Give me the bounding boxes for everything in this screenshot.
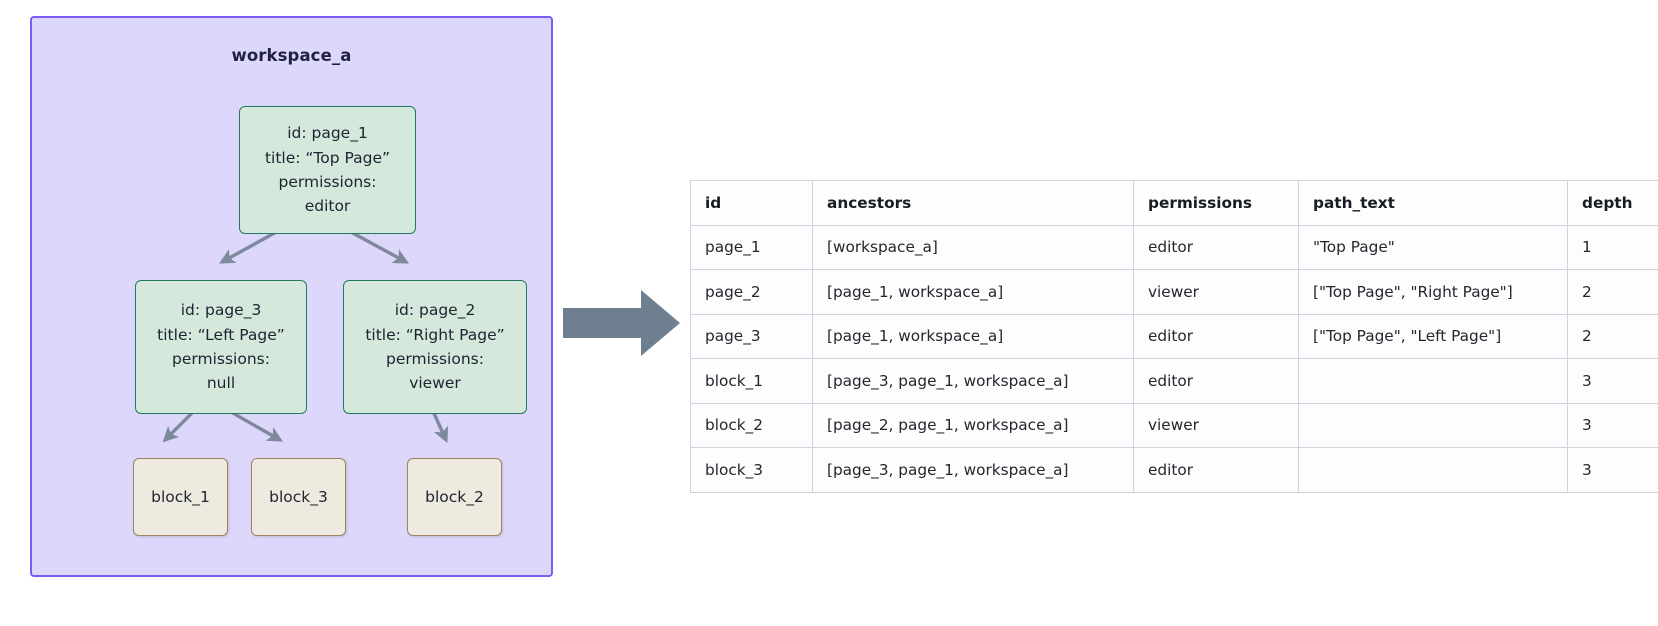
cell-id: page_2 <box>690 269 813 315</box>
node-block_3-label: block_3 <box>269 488 328 506</box>
cell-path-text: ["Top Page", "Right Page"] <box>1298 269 1568 315</box>
workspace-title: workspace_a <box>231 46 352 65</box>
cell-ancestors: [page_2, page_1, workspace_a] <box>812 402 1134 448</box>
cell-id: block_1 <box>690 358 813 404</box>
cell-ancestors: [page_1, workspace_a] <box>812 269 1134 315</box>
column-header-id[interactable]: id <box>690 180 813 226</box>
column-header-permissions[interactable]: permissions <box>1133 180 1299 226</box>
cell-depth: 2 <box>1567 269 1658 315</box>
table-row[interactable]: page_1 [workspace_a] editor "Top Page" 1 <box>690 224 1658 270</box>
column-header-path-text[interactable]: path_text <box>1298 180 1568 226</box>
node-page_3-line-permissions-value: null <box>206 374 236 393</box>
node-page_1-line-title: title: “Top Page” <box>264 148 391 167</box>
cell-id: block_2 <box>690 402 813 448</box>
cell-path-text <box>1298 402 1568 448</box>
cell-ancestors: [page_3, page_1, workspace_a] <box>812 447 1134 493</box>
table-row[interactable]: block_3 [page_3, page_1, workspace_a] ed… <box>690 447 1658 493</box>
node-page_2-line-permissions-value: viewer <box>409 374 461 393</box>
node-page_3-line-permissions-label: permissions: <box>172 350 270 368</box>
table-row[interactable]: block_1 [page_3, page_1, workspace_a] ed… <box>690 358 1658 404</box>
cell-ancestors: [workspace_a] <box>812 224 1134 270</box>
node-page_3-line-id: id: page_3 <box>180 301 262 320</box>
cell-id: page_3 <box>690 313 813 359</box>
cell-path-text <box>1298 358 1568 404</box>
cell-depth: 3 <box>1567 447 1658 493</box>
cell-ancestors: [page_3, page_1, workspace_a] <box>812 358 1134 404</box>
cell-permissions: editor <box>1133 358 1299 404</box>
cell-depth: 2 <box>1567 313 1658 359</box>
cell-path-text: "Top Page" <box>1298 224 1568 270</box>
cell-id: page_1 <box>690 224 813 270</box>
cell-ancestors: [page_1, workspace_a] <box>812 313 1134 359</box>
cell-depth: 3 <box>1567 358 1658 404</box>
node-page_1-line-permissions-label: permissions: <box>278 173 377 191</box>
cell-permissions: viewer <box>1133 269 1299 315</box>
node-block_2[interactable]: block_2 <box>407 458 502 536</box>
cell-permissions: editor <box>1133 224 1299 270</box>
node-block_1-label: block_1 <box>151 488 210 506</box>
table-header-row: id ancestors permissions path_text depth <box>690 180 1658 226</box>
node-page_3-line-title: title: “Left Page” <box>157 325 285 344</box>
node-page_3[interactable]: id: page_3 title: “Left Page” permission… <box>135 280 307 414</box>
result-table: id ancestors permissions path_text depth… <box>690 180 1658 493</box>
column-header-ancestors[interactable]: ancestors <box>812 180 1134 226</box>
table-row[interactable]: page_2 [page_1, workspace_a] viewer ["To… <box>690 269 1658 315</box>
cell-permissions: viewer <box>1133 402 1299 448</box>
column-header-depth[interactable]: depth <box>1567 180 1658 226</box>
result-table-container: id ancestors permissions path_text depth… <box>690 180 1658 493</box>
table-row[interactable]: page_3 [page_1, workspace_a] editor ["To… <box>690 313 1658 359</box>
node-block_2-label: block_2 <box>425 488 484 506</box>
cell-path-text <box>1298 447 1568 493</box>
node-block_3[interactable]: block_3 <box>251 458 346 536</box>
cell-path-text: ["Top Page", "Left Page"] <box>1298 313 1568 359</box>
right-arrow-icon <box>563 290 680 356</box>
cell-permissions: editor <box>1133 313 1299 359</box>
cell-id: block_3 <box>690 447 813 493</box>
node-page_2[interactable]: id: page_2 title: “Right Page” permissio… <box>343 280 527 414</box>
node-page_2-line-id: id: page_2 <box>394 301 476 320</box>
node-page_1-line-permissions-value: editor <box>304 197 351 216</box>
table-row[interactable]: block_2 [page_2, page_1, workspace_a] vi… <box>690 402 1658 448</box>
node-page_2-line-title: title: “Right Page” <box>365 325 505 344</box>
node-page_1[interactable]: id: page_1 title: “Top Page” permissions… <box>239 106 416 234</box>
cell-permissions: editor <box>1133 447 1299 493</box>
node-page_1-line-id: id: page_1 <box>287 124 368 143</box>
node-block_1[interactable]: block_1 <box>133 458 228 536</box>
cell-depth: 1 <box>1567 224 1658 270</box>
node-page_2-line-permissions-label: permissions: <box>386 350 484 368</box>
workspace-container: workspace_a id: page_1 title: “Top Page”… <box>30 16 553 577</box>
cell-depth: 3 <box>1567 402 1658 448</box>
